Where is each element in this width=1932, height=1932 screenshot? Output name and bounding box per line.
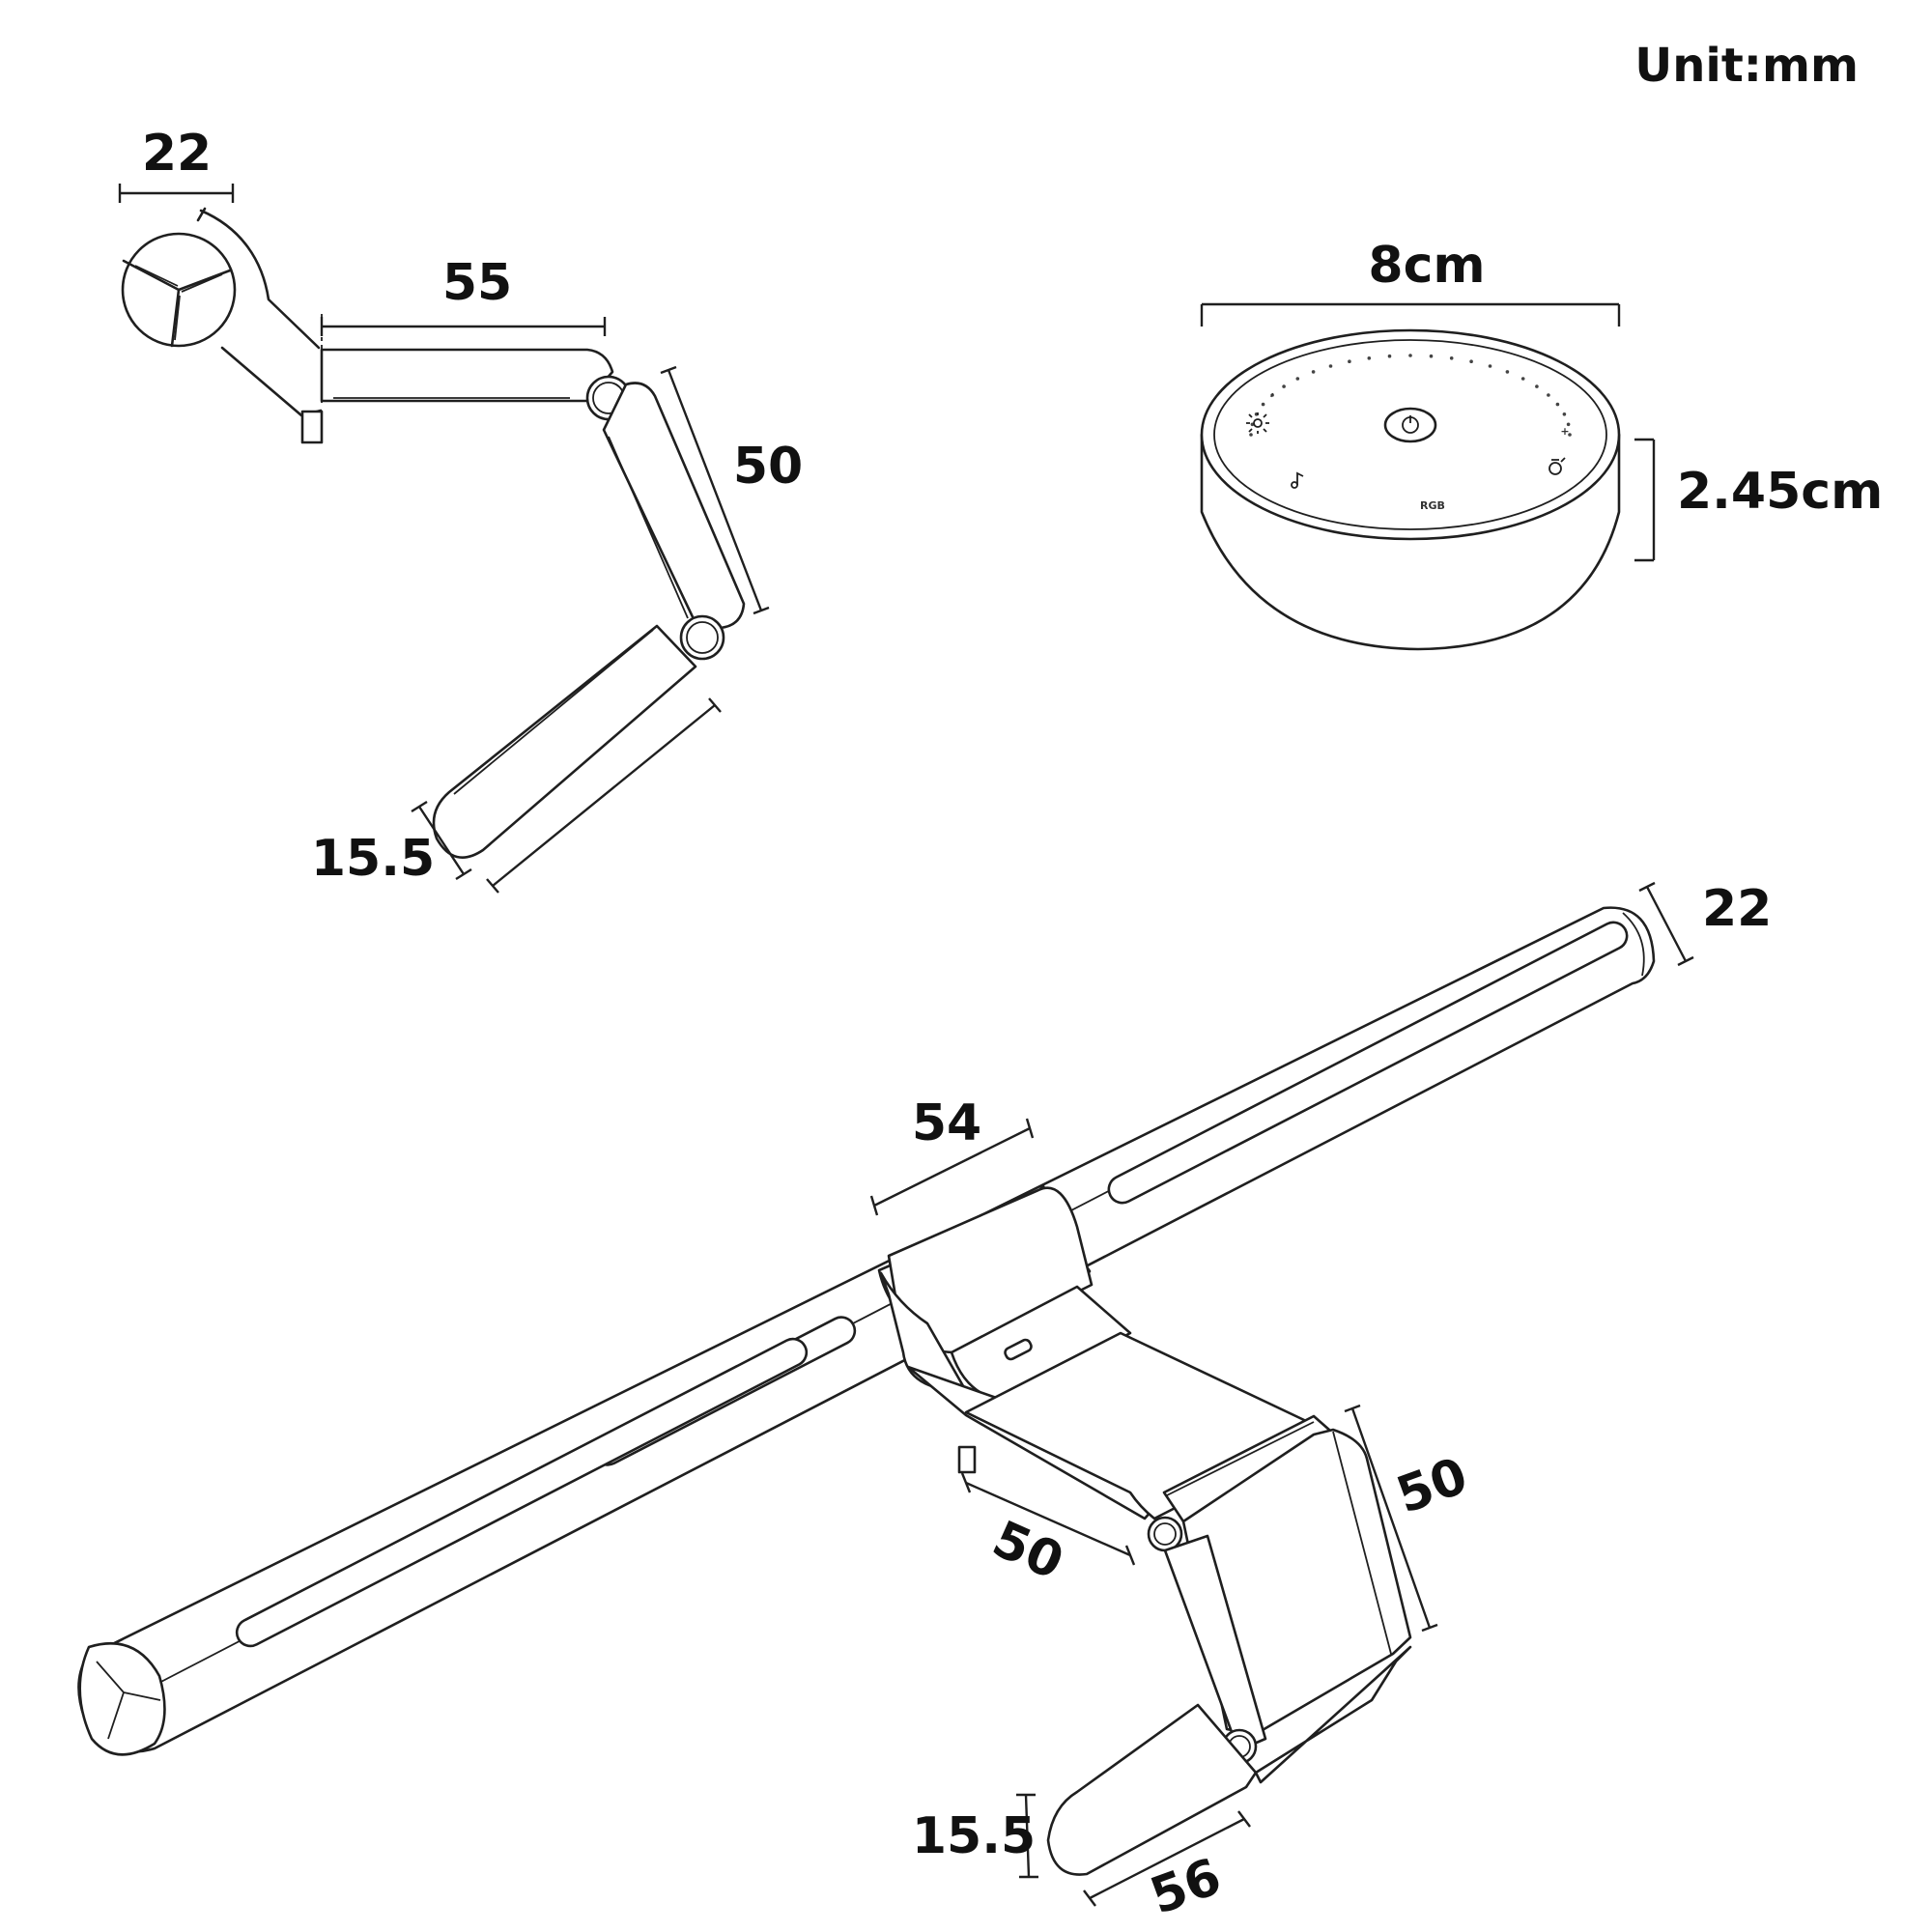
brightness-icon[interactable] — [1246, 412, 1269, 434]
dial-dot — [1249, 433, 1253, 437]
main-middle-arm-side — [1163, 1534, 1267, 1752]
dial-dot — [1367, 356, 1372, 360]
main-dim-22: 22 — [1638, 880, 1772, 967]
svg-text:22: 22 — [1702, 880, 1772, 938]
led-strip-right — [1107, 921, 1629, 1205]
dial-dot — [1387, 354, 1392, 358]
svg-text:22: 22 — [142, 125, 212, 183]
controller-dim-height: 2.45cm — [1634, 438, 1883, 562]
controller-dim-8cm: 8cm — [1200, 237, 1621, 327]
dial-dot — [1348, 359, 1351, 364]
dial-dot — [1449, 356, 1454, 360]
dial-dot — [1328, 364, 1333, 368]
main-clip-side — [1254, 1645, 1412, 1784]
main-dim-54: 54 — [869, 1094, 1035, 1216]
dial-dot — [1270, 393, 1274, 397]
music-icon[interactable] — [1291, 471, 1304, 489]
dial-dot — [1429, 354, 1434, 358]
main-dim-15-5: 15.5 — [912, 1793, 1038, 1879]
dial-dot — [1488, 364, 1492, 368]
side-middle-arm — [602, 382, 746, 630]
side-dim-50: 50 — [660, 365, 803, 615]
minus-label[interactable]: – — [1264, 389, 1278, 400]
svg-text:15.5: 15.5 — [912, 1807, 1036, 1865]
usb-port — [1004, 1338, 1033, 1361]
dial-dot — [1562, 412, 1567, 416]
dial-dot — [1568, 433, 1572, 437]
svg-text:50: 50 — [733, 438, 803, 496]
dial-dot — [1295, 377, 1300, 381]
side-dim-22: 22 — [118, 125, 235, 203]
dial-dot — [1469, 359, 1473, 364]
side-clip-arm — [432, 624, 697, 859]
main-view: 22 54 50 50 15.5 — [77, 880, 1772, 1926]
dial-dot — [1261, 402, 1265, 407]
dial-dot — [1566, 422, 1571, 427]
dial-dot — [1408, 354, 1412, 357]
side-upper-arm — [320, 348, 614, 403]
main-clip — [1046, 1703, 1258, 1876]
side-dim-15-5: 15.5 — [311, 800, 472, 888]
rgb-label[interactable]: RGB — [1420, 499, 1445, 512]
svg-text:50: 50 — [1389, 1447, 1475, 1525]
svg-text:15.5: 15.5 — [311, 830, 435, 888]
led-strip-left — [235, 1337, 809, 1648]
svg-text:56: 56 — [1143, 1848, 1229, 1926]
dial-dot — [1520, 377, 1525, 381]
dial-dot — [1547, 393, 1550, 397]
svg-text:54: 54 — [912, 1094, 981, 1152]
controller-puck: – + RGB 8cm 2.45cm — [1200, 237, 1883, 651]
dial-dot — [1282, 384, 1286, 388]
unit-note: Unit:mm — [1634, 39, 1859, 93]
svg-text:8cm: 8cm — [1368, 237, 1485, 295]
dial-dot — [1505, 370, 1510, 374]
dial-dot — [1311, 370, 1316, 374]
power-button[interactable] — [1383, 407, 1437, 443]
plus-label[interactable]: + — [1560, 425, 1569, 438]
mode-icon[interactable] — [1548, 457, 1566, 475]
side-view: 22 55 50 15.5 — [118, 125, 803, 894]
svg-text:55: 55 — [442, 254, 512, 312]
side-foot — [300, 410, 324, 444]
side-dim-clip-length — [486, 697, 722, 894]
main-foot — [957, 1445, 977, 1474]
side-dim-55: 55 — [320, 254, 607, 336]
dial-dot — [1555, 402, 1560, 407]
dial-dot — [1535, 384, 1539, 388]
svg-text:2.45cm: 2.45cm — [1677, 463, 1883, 521]
